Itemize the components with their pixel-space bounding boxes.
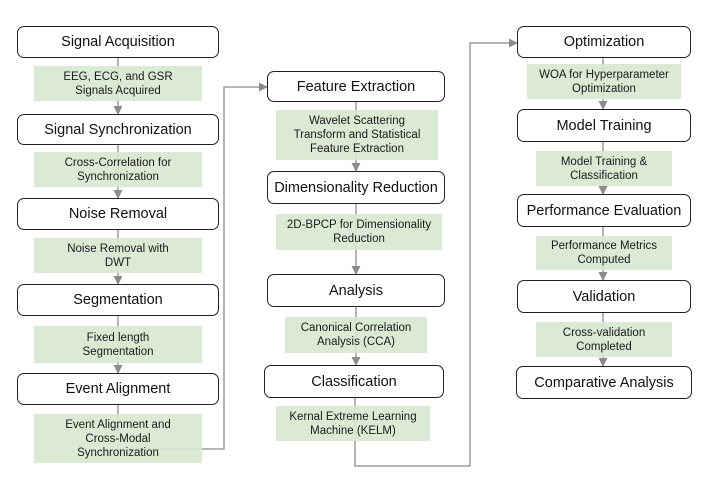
note-line: Optimization <box>572 82 636 95</box>
stage-analysis: Analysis <box>267 274 445 307</box>
stage-classification: Classification <box>264 365 444 398</box>
note-line: Feature Extraction <box>310 143 404 155</box>
note-line: Kernal Extreme Learning <box>289 410 417 423</box>
note-line: Canonical Correlation <box>300 322 412 334</box>
note-line: Cross-Modal <box>85 432 151 445</box>
note-line: Reduction <box>333 233 385 245</box>
note-line: Signals Acquired <box>75 84 161 97</box>
stage-segmentation: Segmentation <box>17 284 219 316</box>
note-line: Synchronization <box>77 170 159 183</box>
stage-comparative-analysis: Comparative Analysis <box>516 366 692 399</box>
note-line: Wavelet Scattering <box>308 115 406 127</box>
stage-signal-acquisition: Signal Acquisition <box>17 26 219 58</box>
note-line: Cross-validation <box>562 326 646 339</box>
stage-dimensionality-reduction: Dimensionality Reduction <box>267 171 445 204</box>
stage-event-alignment: Event Alignment <box>17 373 219 405</box>
note-line: Segmentation <box>82 345 154 358</box>
connector-classification-to-optimization <box>354 38 518 467</box>
note-line: Noise Removal with <box>67 242 169 255</box>
note-line: 2D-BPCP for Dimensionality <box>286 219 432 231</box>
note-line: Transform and Statistical <box>293 129 421 141</box>
stage-feature-extraction: Feature Extraction <box>267 71 445 102</box>
note-line: WOA for Hyperparameter <box>539 68 669 81</box>
stage-signal-synchronization: Signal Synchronization <box>17 114 219 145</box>
note-line: EEG, ECG, and GSR <box>63 70 173 83</box>
note-line: Machine (KELM) <box>310 424 396 437</box>
note-line: Model Training & <box>560 155 648 168</box>
note-line: Cross-Correlation for <box>64 156 172 169</box>
note-line: Analysis (CCA) <box>317 336 395 348</box>
stage-performance-evaluation: Performance Evaluation <box>517 194 691 227</box>
note-line: Completed <box>576 340 632 353</box>
stage-validation: Validation <box>517 280 691 313</box>
note-line: Synchronization <box>77 446 159 459</box>
note-line: Performance Metrics <box>550 240 658 252</box>
stage-optimization: Optimization <box>517 26 691 58</box>
stage-model-training: Model Training <box>517 109 691 142</box>
note-line: DWT <box>104 256 132 269</box>
note-model-training: Model Training &Classification <box>536 151 672 186</box>
stage-noise-removal: Noise Removal <box>17 198 219 230</box>
note-line: Event Alignment and <box>65 418 171 431</box>
note-line: Fixed length <box>86 331 150 344</box>
note-line: Classification <box>570 169 638 182</box>
note-line: Computed <box>577 254 631 266</box>
